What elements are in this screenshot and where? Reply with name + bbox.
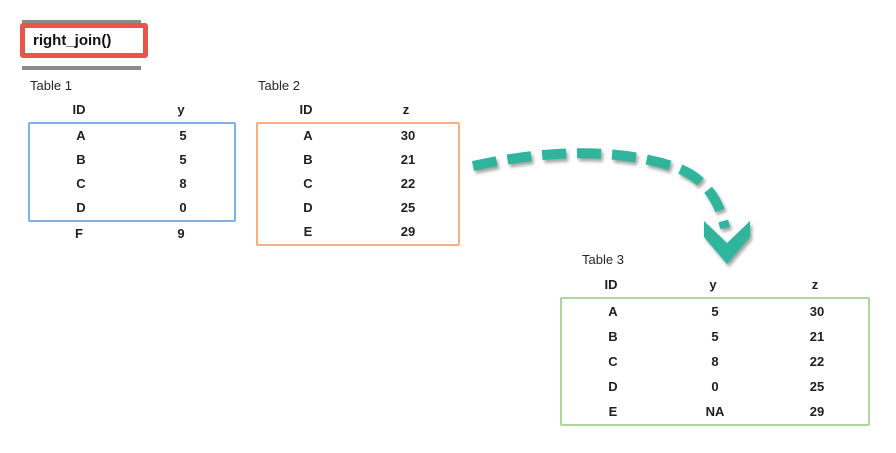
table-cell: D (303, 200, 313, 215)
column-header: z (402, 102, 410, 117)
table-header-row: ID y (28, 98, 236, 122)
table-cell: F (75, 226, 83, 241)
table-cell: E (608, 404, 618, 419)
title-shadow-top (22, 20, 141, 24)
table-cell: 9 (177, 226, 185, 241)
column-header: ID (604, 277, 618, 292)
table-row: B 21 (258, 148, 458, 172)
table-cell: 8 (179, 176, 187, 191)
table-cell: 21 (809, 329, 825, 344)
table-header-row: ID y z (560, 272, 870, 297)
table-cell: 21 (400, 152, 416, 167)
join-arrow (471, 148, 750, 264)
table-row: D 25 (258, 196, 458, 220)
table-cell: 22 (809, 354, 825, 369)
table-row: A 5 30 (562, 299, 868, 324)
arrow-dashed-path (471, 148, 730, 230)
table-cell: 5 (711, 329, 719, 344)
table-cell: C (303, 176, 313, 191)
table-title: Table 2 (258, 78, 300, 93)
table-cell: D (608, 379, 618, 394)
table-cell: 29 (400, 224, 416, 239)
table-title: Table 1 (30, 78, 72, 93)
table-cell: NA (705, 404, 725, 419)
function-title-box: right_join() (20, 20, 148, 71)
title-shadow-bottom (22, 66, 141, 70)
table-cell: B (303, 152, 313, 167)
table-cell: 22 (400, 176, 416, 191)
table-cell: B (76, 152, 86, 167)
table-row: B 5 21 (562, 324, 868, 349)
table-cell: 8 (711, 354, 719, 369)
table-row: E NA 29 (562, 399, 868, 424)
table-cell: 29 (809, 404, 825, 419)
arrow-head-icon (704, 221, 750, 264)
table-row: E 29 (258, 220, 458, 244)
table-title: Table 3 (582, 252, 624, 267)
table-cell: 30 (809, 304, 825, 319)
column-header: ID (72, 102, 86, 117)
title-red-frame: right_join() (20, 23, 148, 58)
table-cell: 30 (400, 128, 416, 143)
table-cell: 5 (179, 128, 187, 143)
table-cell: A (76, 128, 86, 143)
table-cell: 0 (711, 379, 719, 394)
column-header: y (709, 277, 717, 292)
function-name-label: right_join() (33, 32, 112, 49)
table-cell: 5 (711, 304, 719, 319)
table-cell: C (76, 176, 86, 191)
table-cell: 0 (179, 200, 187, 215)
column-header: z (811, 277, 819, 292)
column-header: ID (299, 102, 313, 117)
table-cell: D (76, 200, 86, 215)
column-header: y (177, 102, 185, 117)
table-cell: E (303, 224, 313, 239)
table-row: C 8 22 (562, 349, 868, 374)
table-row: A 30 (258, 124, 458, 148)
table-cell: 25 (400, 200, 416, 215)
table-cell: A (303, 128, 313, 143)
table-cell: 5 (179, 152, 187, 167)
table-header-row: ID z (256, 98, 460, 122)
table-cell: B (608, 329, 618, 344)
table-row: C 22 (258, 172, 458, 196)
table-cell: C (608, 354, 618, 369)
table-cell: A (608, 304, 618, 319)
table-cell: 25 (809, 379, 825, 394)
table-row: D 0 25 (562, 374, 868, 399)
